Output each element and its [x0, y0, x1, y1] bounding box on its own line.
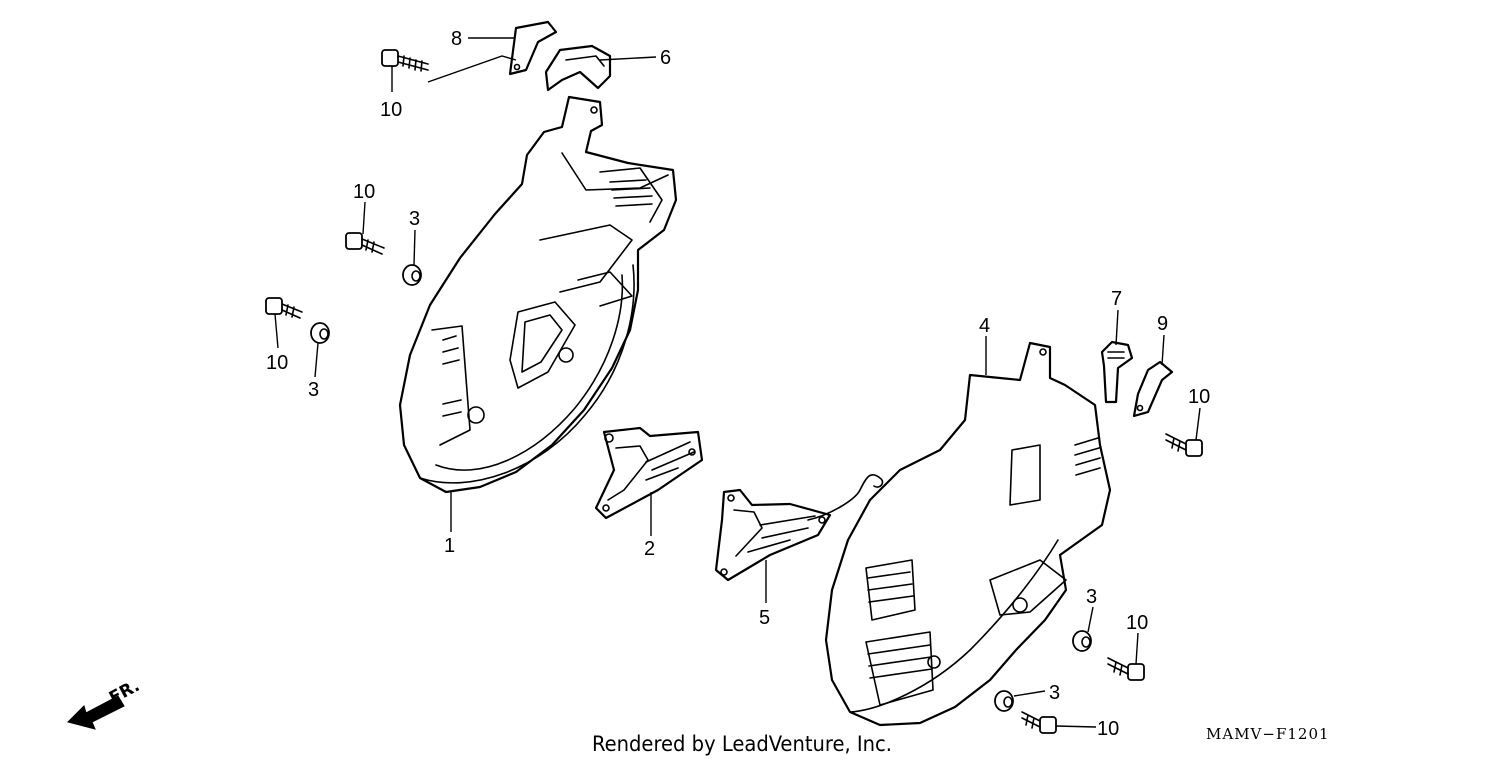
collar-3-right: [1072, 630, 1092, 652]
callout-4: 4: [979, 315, 990, 337]
bolt-10-right: [1165, 433, 1203, 457]
callout-7: 7: [1111, 288, 1122, 310]
right-fender-cover: [824, 341, 1112, 727]
bolt-10-top: [381, 49, 429, 72]
callout-10-bottom: 10: [1097, 718, 1119, 740]
callout-2: 2: [644, 538, 655, 560]
bolt-10-lower-right: [1107, 657, 1145, 681]
bracket-part-5: [714, 474, 884, 582]
front-direction-arrow-icon: FR.: [67, 676, 143, 730]
callout-10-right: 10: [1188, 386, 1210, 408]
clip-part-9: [1132, 360, 1174, 418]
callout-10-upper-left: 10: [353, 181, 375, 203]
callout-6: 6: [660, 47, 671, 69]
bolt-10-lower-left: [265, 297, 303, 319]
callout-1: 1: [444, 535, 455, 557]
callout-3-right: 3: [1086, 586, 1097, 608]
diagram-code: MAMV−F1201: [1206, 725, 1330, 743]
bolt-10-bottom: [1021, 711, 1057, 734]
callout-3-bottom: 3: [1049, 682, 1060, 704]
render-credit: Rendered by LeadVenture, Inc.: [592, 732, 892, 756]
leader-lines: [274, 37, 1201, 728]
callout-10-lower-right: 10: [1126, 612, 1148, 634]
callout-3-upper-left: 3: [409, 208, 420, 230]
clip-part-8: [508, 20, 558, 76]
left-fender-cover: [398, 95, 678, 494]
clip-part-6: [544, 44, 612, 92]
collar-3-bottom: [994, 690, 1014, 712]
callout-8: 8: [451, 28, 462, 50]
collar-3-lower-left: [310, 322, 330, 344]
bolt-10-upper-left: [345, 232, 385, 255]
callout-10-lower-left: 10: [266, 352, 288, 374]
callout-3-lower-left: 3: [308, 379, 319, 401]
callout-5: 5: [759, 607, 770, 629]
bracket-part-2: [594, 426, 704, 520]
callout-10-top: 10: [380, 99, 402, 121]
clip-part-7: [1100, 340, 1134, 404]
collar-3-upper-left: [402, 264, 422, 286]
callout-9: 9: [1157, 313, 1168, 335]
